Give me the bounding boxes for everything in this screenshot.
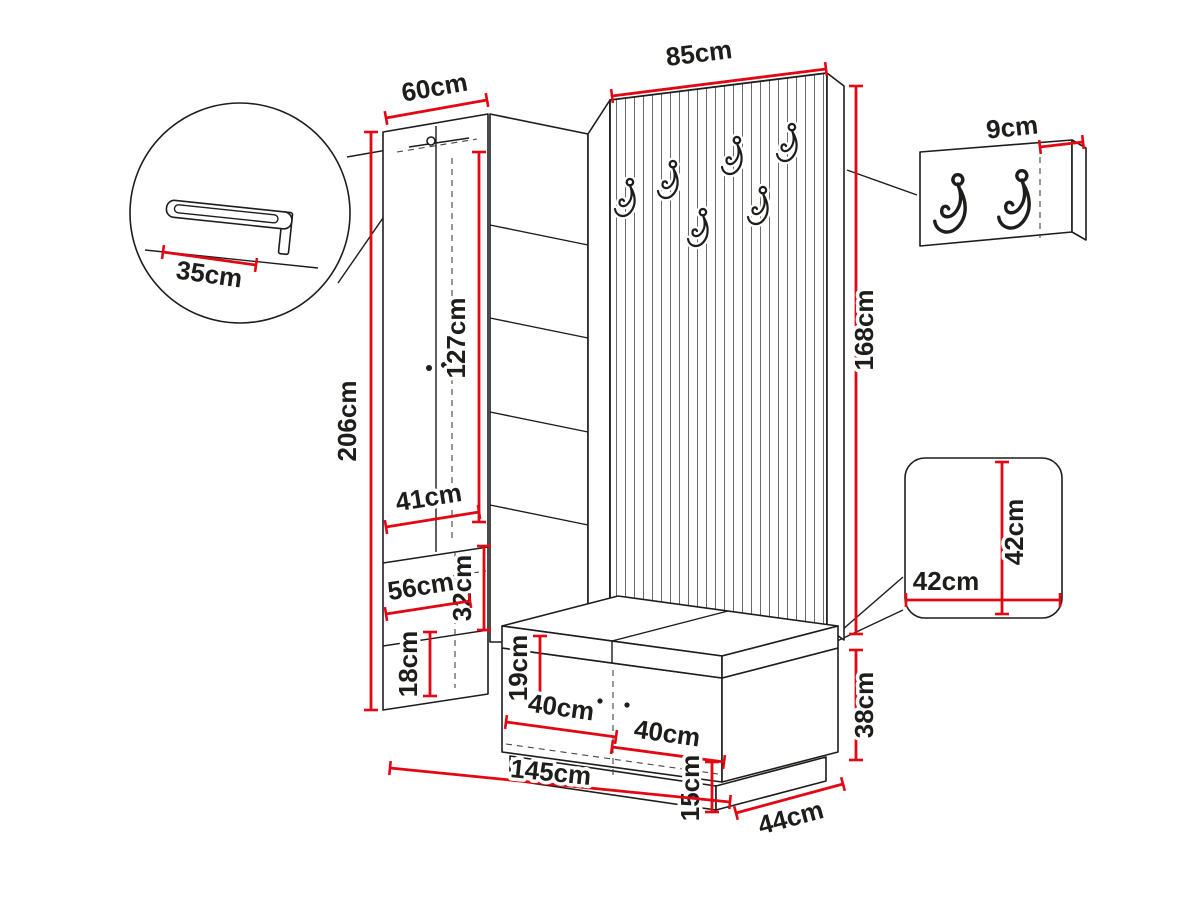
dim-hanging-height-label: 127cm <box>441 298 471 379</box>
dim-cushion-width: 42cm <box>904 563 1062 607</box>
dim-cushion-width-label: 42cm <box>913 566 980 596</box>
dimensions: 60cm 85cm 9cm 35cm 206cm 127cm 41cm <box>160 31 1086 844</box>
wall-panel-detail <box>919 139 1087 247</box>
door-bottom-edge <box>382 546 489 564</box>
dim-hanging-height: 127cm <box>438 150 486 524</box>
dim-wardrobe-width-label: 60cm <box>399 67 470 108</box>
shelf-1 <box>489 224 589 246</box>
door-handle-right <box>441 362 447 368</box>
dim-bottom-compartment-height: 18cm <box>390 627 437 701</box>
detail-box <box>904 457 1063 619</box>
dim-bench-height: 38cm <box>846 648 883 762</box>
dim-bench-depth-label: 44cm <box>755 794 827 840</box>
wardrobe <box>382 113 489 711</box>
dim-wardrobe-width: 60cm <box>383 63 490 126</box>
dim-wardrobe-height: 206cm <box>329 130 378 712</box>
dim-cushion-depth-label: 42cm <box>999 499 1029 566</box>
shelf-4 <box>489 504 589 526</box>
dim-bench-height-label: 38cm <box>849 672 879 739</box>
shelf-column <box>489 99 611 643</box>
wall-panel-side <box>1071 139 1087 241</box>
hook-panel-side <box>826 72 845 641</box>
door-handle-left <box>426 365 432 371</box>
dim-panel-width-label: 85cm <box>664 34 734 72</box>
cushion-detail-callout <box>904 457 1063 619</box>
shelf-column-front <box>489 113 589 643</box>
dim-wall-panel-depth-label: 9cm <box>985 109 1040 144</box>
dim-wardrobe-height-label: 206cm <box>332 381 362 462</box>
bench-door-knob-left <box>597 698 603 704</box>
seat-cushion-side <box>721 625 839 679</box>
dim-plinth-height-label: 15cm <box>675 755 705 822</box>
dim-seat-front-height-label: 19cm <box>503 635 533 702</box>
shelf-3 <box>489 411 589 433</box>
panel-side-return <box>587 99 611 643</box>
dim-panel-height: 168cm <box>846 84 883 636</box>
dim-panel-height-label: 168cm <box>849 290 879 371</box>
rail-mount <box>426 136 436 146</box>
hook-panel <box>609 72 845 641</box>
bench-door-knob-right <box>624 702 630 708</box>
dim-bottom-compartment-label: 18cm <box>393 631 423 698</box>
hanging-rail <box>408 137 470 148</box>
dim-cushion-depth: 42cm <box>995 460 1033 616</box>
rail-inner <box>173 204 279 224</box>
cushion-seam <box>611 610 729 642</box>
shelf-2 <box>489 317 589 339</box>
dim-seat-front-height: 19cm <box>500 631 547 705</box>
